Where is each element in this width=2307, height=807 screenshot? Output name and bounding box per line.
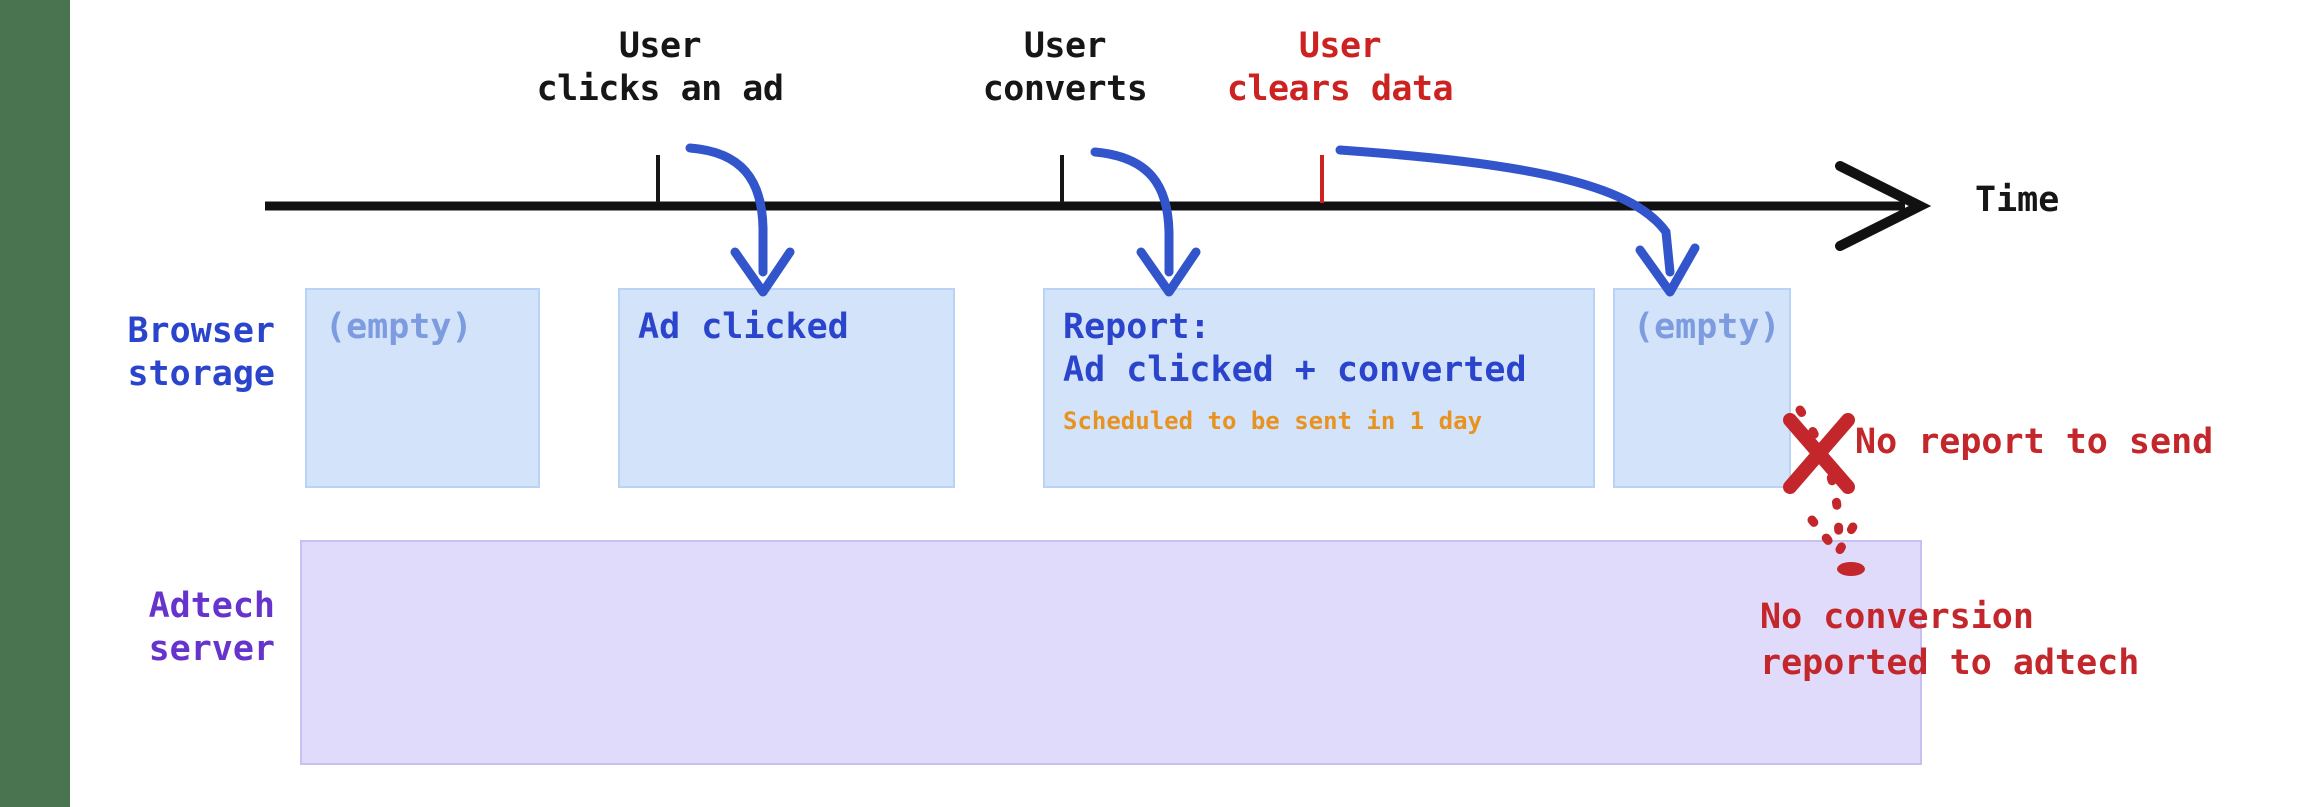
- left-color-strip: [0, 0, 70, 807]
- storage-box-text: Report: Ad clicked + converted: [1063, 307, 1527, 390]
- storage-box-text: (empty): [325, 307, 473, 347]
- storage-box-text: Ad clicked: [638, 307, 849, 347]
- timeline-event-label-convert: User converts: [982, 26, 1148, 109]
- row-label-browser-storage: Browser storage: [127, 311, 275, 394]
- storage-box-text: (empty): [1633, 307, 1781, 347]
- timeline-axis-label: Time: [1975, 180, 2060, 220]
- storage-box-schedule-note: Scheduled to be sent in 1 day: [1063, 407, 1483, 436]
- adtech-server-box[interactable]: [300, 540, 1922, 765]
- storage-box-ad-clicked[interactable]: Ad clicked: [618, 288, 955, 488]
- row-label-adtech-server: Adtech server: [148, 586, 275, 669]
- red-x-icon: [1783, 413, 1855, 494]
- connector-arrow-click: [685, 143, 795, 297]
- timeline-event-label-clear: User clears data: [1226, 26, 1454, 109]
- timeline-arrowhead-icon: [1835, 161, 1932, 251]
- storage-box-report[interactable]: Report: Ad clicked + converted Scheduled…: [1043, 288, 1595, 488]
- annotation-no-report-to-send: No report to send: [1855, 422, 2214, 462]
- connector-arrow-convert: [1090, 147, 1201, 297]
- storage-box-empty-1[interactable]: (empty): [305, 288, 540, 488]
- storage-box-empty-2[interactable]: (empty): [1613, 288, 1791, 488]
- timeline-event-label-click: User clicks an ad: [536, 26, 784, 109]
- annotation-no-conversion-reported: No conversion reported to adtech: [1760, 597, 2140, 683]
- connector-arrow-clear: [1335, 145, 1700, 297]
